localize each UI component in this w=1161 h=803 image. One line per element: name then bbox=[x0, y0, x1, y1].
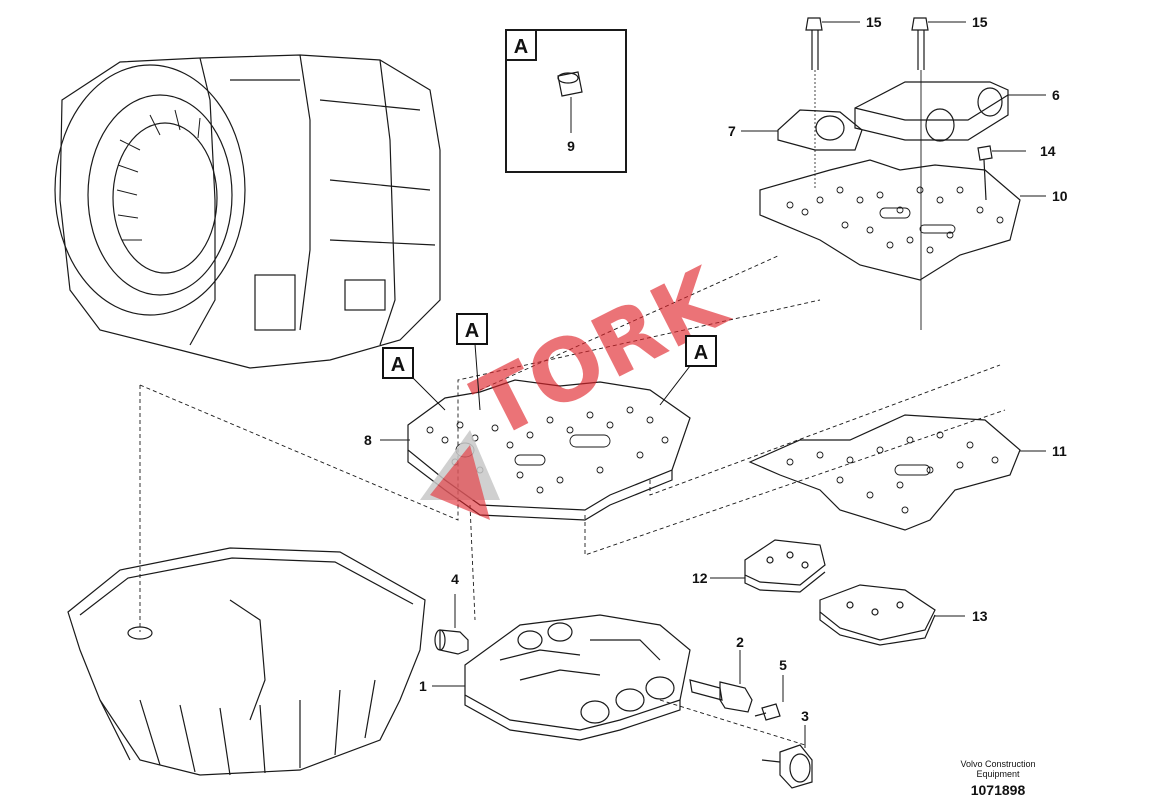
part-label-9: 9 bbox=[567, 138, 575, 154]
svg-text:A: A bbox=[694, 342, 708, 364]
callout-a-right: A bbox=[659, 335, 717, 406]
part-label-6: 6 bbox=[1052, 87, 1060, 103]
watermark-shape-red bbox=[430, 445, 490, 520]
bolt-14 bbox=[977, 145, 1026, 201]
part-label-1: 1 bbox=[419, 678, 427, 694]
solenoid-3 bbox=[761, 725, 813, 789]
caption-line-1: Volvo Construction bbox=[960, 759, 1035, 769]
part-label-4: 4 bbox=[451, 571, 459, 587]
document-number: 1071898 bbox=[971, 782, 1026, 798]
part-label-15-right: 15 bbox=[972, 14, 988, 30]
separator-plate-10 bbox=[759, 159, 1046, 281]
bolt-15-left bbox=[805, 17, 860, 190]
part-label-2: 2 bbox=[736, 634, 744, 650]
watermark: TORK bbox=[420, 248, 743, 520]
detail-box-a bbox=[505, 29, 627, 173]
part-label-14: 14 bbox=[1040, 143, 1056, 159]
part-label-3: 3 bbox=[801, 708, 809, 724]
sensor-2 bbox=[689, 650, 753, 713]
screw-5 bbox=[754, 675, 784, 721]
part-label-5: 5 bbox=[779, 657, 787, 673]
svg-text:A: A bbox=[465, 320, 479, 342]
oil-sump-pan bbox=[67, 547, 426, 776]
part-label-10: 10 bbox=[1052, 188, 1068, 204]
detail-box-letter: A bbox=[514, 36, 528, 58]
callout-a-left: A bbox=[382, 347, 446, 411]
svg-text:A: A bbox=[391, 354, 405, 376]
cover-13 bbox=[819, 584, 965, 646]
separator-plate-11 bbox=[748, 414, 1046, 531]
plug-4 bbox=[434, 594, 469, 655]
caption-line-2: Equipment bbox=[976, 769, 1020, 779]
solenoid-housing-6 bbox=[854, 81, 1046, 142]
bolt-15-right bbox=[911, 17, 966, 330]
part-label-8: 8 bbox=[364, 432, 372, 448]
valve-body-1 bbox=[432, 614, 691, 741]
part-label-13: 13 bbox=[972, 608, 988, 624]
part-label-15-left: 15 bbox=[866, 14, 882, 30]
part-label-7: 7 bbox=[728, 123, 736, 139]
part-label-11: 11 bbox=[1052, 443, 1067, 459]
transmission-housing bbox=[54, 54, 441, 369]
solenoid-housing-7 bbox=[741, 109, 863, 151]
callout-a-center: A bbox=[456, 313, 488, 411]
cover-12 bbox=[710, 539, 826, 593]
part-label-12: 12 bbox=[692, 570, 708, 586]
